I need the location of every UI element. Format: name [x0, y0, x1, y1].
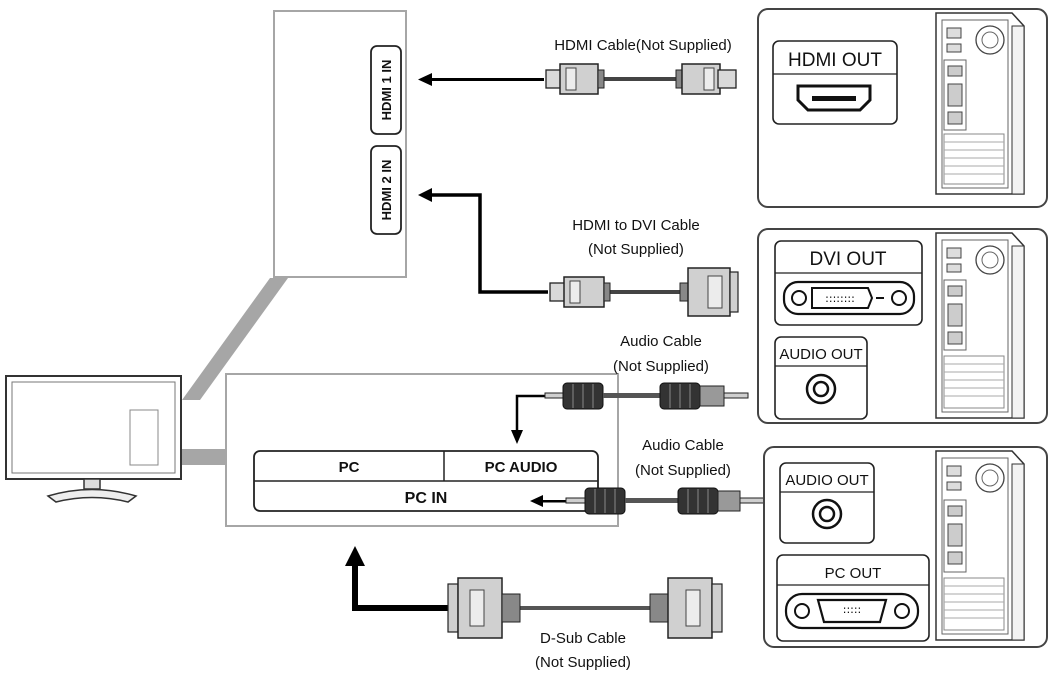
hdmi1-port-box [370, 45, 402, 135]
tv-stand-base [46, 488, 138, 503]
pc-tower-icon [935, 232, 1025, 419]
hdmi2-arrowhead [418, 188, 432, 202]
audio-cable-2 [565, 487, 765, 515]
audio-cable-1-label-line2: (Not Supplied) [613, 358, 709, 375]
tv-illustration [5, 278, 288, 503]
hdmi1-port-label: HDMI 1 IN [379, 60, 394, 121]
svg-text:::::::::: :::::::: [825, 292, 855, 305]
dsub-arrowhead [345, 546, 365, 566]
pc-1: HDMI OUT [757, 8, 1048, 208]
pc-2: DVI OUT :::::::: AUDIO OUT [757, 228, 1048, 424]
zoom-band-top [182, 278, 288, 400]
hdmi-dvi-cable-label-line1: HDMI to DVI Cable [572, 217, 700, 234]
tv-panel-hdmi: HDMI 1 IN HDMI 2 IN [273, 10, 407, 278]
audio-cable-2-label-line1: Audio Cable [642, 437, 724, 454]
pc-column-label: PC [339, 459, 360, 476]
tv-stand-neck [83, 478, 101, 490]
audio2-arrowhead [530, 495, 543, 507]
dsub-cable [447, 577, 723, 639]
pc-tower-icon [935, 450, 1025, 641]
arrows [345, 73, 576, 611]
pc-in-label: PC IN [405, 490, 448, 507]
hdmi2-arrow-line [430, 193, 548, 294]
audio-cable-1-label-line1: Audio Cable [620, 333, 702, 350]
audio2-arrow-line [540, 500, 576, 503]
hdmi2-port-label: HDMI 2 IN [379, 160, 394, 221]
hdmi-dvi-cable-label-line2: (Not Supplied) [588, 241, 684, 258]
hdmi1-arrowhead [418, 73, 432, 86]
hdmi-dvi-cable [549, 267, 739, 317]
hdmi-cable-label: HDMI Cable(Not Supplied) [554, 37, 732, 54]
pc-2-audio-port-label: AUDIO OUT [779, 346, 862, 363]
pc-3: AUDIO OUT PC OUT ::::: [763, 446, 1048, 648]
hdmi1-arrow-line [428, 78, 544, 81]
zoom-band-bottom [180, 449, 226, 465]
audio1-arrowhead [511, 430, 523, 444]
svg-text::::::: ::::: [843, 603, 862, 616]
audio-cable-2-label-line2: (Not Supplied) [635, 462, 731, 479]
pc-2-video-port-label: DVI OUT [809, 249, 886, 270]
hdmi2-port-box [370, 145, 402, 235]
tv-back-panel [129, 409, 159, 466]
dsub-arrow-line [352, 566, 450, 611]
hdmi-cable [545, 63, 737, 95]
pc-3-video-port-label: PC OUT [825, 565, 882, 582]
audio-cable-1 [544, 382, 749, 410]
dsub-cable-label-line2: (Not Supplied) [535, 654, 631, 671]
pc-tower-icon [935, 12, 1025, 195]
pc-3-audio-port-label: AUDIO OUT [785, 472, 868, 489]
pc-audio-column-label: PC AUDIO [485, 459, 558, 476]
dsub-cable-label-line1: D-Sub Cable [540, 630, 626, 647]
pc-1-port-label: HDMI OUT [788, 50, 882, 71]
